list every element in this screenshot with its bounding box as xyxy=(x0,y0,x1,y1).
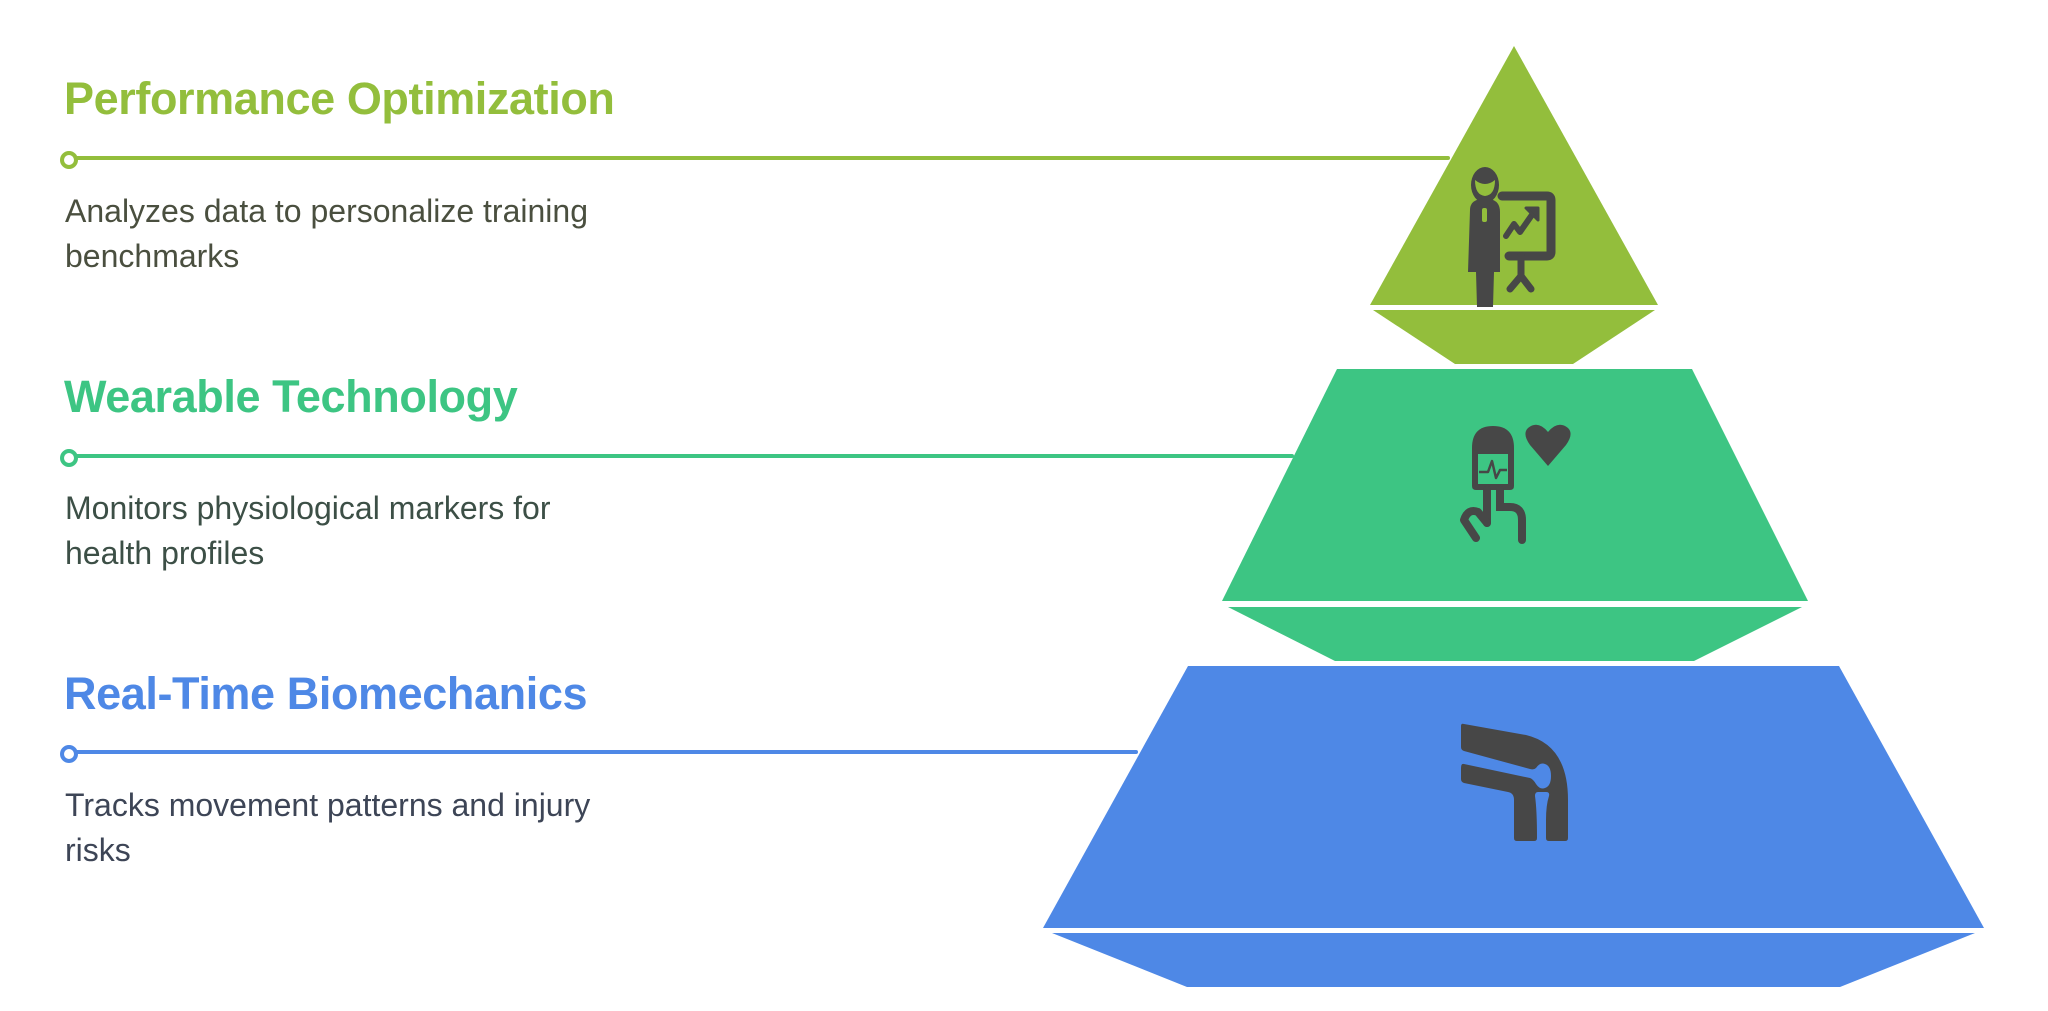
level-1-description-line-2: benchmarks xyxy=(65,238,240,274)
level-1-title: Performance Optimization xyxy=(64,73,615,124)
pyramid-tier-1 xyxy=(1370,46,1658,364)
level-3-connector-dot xyxy=(60,745,78,763)
wearable-heart-monitor-icon xyxy=(1460,424,1571,544)
level-2-connector-line xyxy=(74,454,1294,458)
level-2-description-line-1: Monitors physiological markers for xyxy=(65,490,551,526)
level-2-description: Monitors physiological markers for healt… xyxy=(65,486,705,576)
level-2-title: Wearable Technology xyxy=(64,371,518,422)
level-2-description-line-2: health profiles xyxy=(65,535,265,571)
pyramid-tier-3 xyxy=(1043,666,1984,987)
level-2-connector-dot xyxy=(60,449,78,467)
level-1-connector-dot xyxy=(60,151,78,169)
level-1-connector-line xyxy=(74,156,1450,160)
presenter-chart-icon xyxy=(1468,167,1556,307)
level-3-title: Real-Time Biomechanics xyxy=(64,668,588,719)
level-3-connector-line xyxy=(74,750,1138,754)
level-3-description: Tracks movement patterns and injury risk… xyxy=(65,783,705,873)
level-3-description-line-1: Tracks movement patterns and injury xyxy=(65,787,591,823)
knee-joint-icon xyxy=(1461,723,1568,841)
level-1-description-line-1: Analyzes data to personalize training xyxy=(65,193,588,229)
level-1-description: Analyzes data to personalize training be… xyxy=(65,189,705,279)
pyramid-tier-2 xyxy=(1222,369,1808,661)
level-3-description-line-2: risks xyxy=(65,832,131,868)
